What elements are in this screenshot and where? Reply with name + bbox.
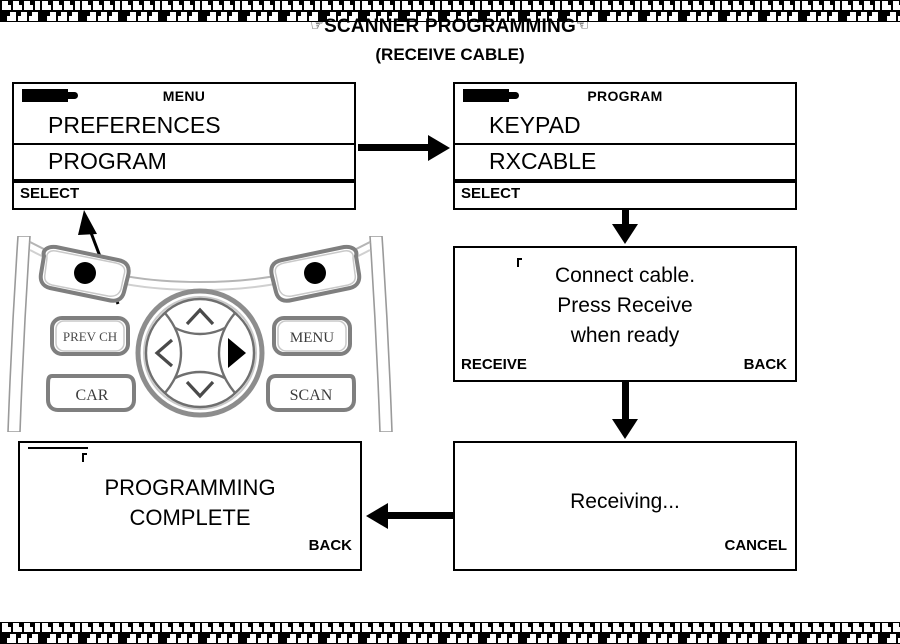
page-subtitle: (RECEIVE CABLE) (375, 45, 525, 64)
message-line-1: Connect cable. (554, 264, 696, 287)
program-screen-softkeys: SELECT (455, 181, 795, 205)
menu-item-rxcable[interactable]: RXCABLE (455, 143, 795, 181)
menu-screen[interactable]: MENU PREFERENCES PROGRAM SELECT (12, 82, 356, 210)
signal-strength-icon (463, 89, 519, 102)
page-title-text: SCANNER PROGRAMMING (324, 16, 576, 37)
connect-cable-message: Connect cable. Press Receive when ready (455, 248, 795, 351)
message-line-2: Press Receive (557, 294, 693, 317)
complete-screen[interactable]: PROGRAMMING COMPLETE BACK (18, 441, 362, 571)
menu-item-preferences[interactable]: PREFERENCES (48, 112, 221, 138)
decorative-checker-border-bottom (0, 622, 900, 644)
arrow-menu-to-program (358, 135, 453, 161)
dpad-right-icon (228, 338, 246, 368)
right-softkey-dot-icon (304, 262, 326, 284)
message-line-1: PROGRAMMING (104, 475, 276, 500)
arrow-program-to-connect (612, 210, 638, 246)
dpad-up-icon (185, 307, 215, 326)
connect-cable-screen[interactable]: Connect cable. Press Receive when ready … (453, 246, 797, 382)
cursor-tick-icon (517, 258, 522, 267)
softkey-receive[interactable]: RECEIVE (461, 356, 527, 373)
arrow-connect-to-receiving (612, 382, 638, 441)
status-rule (28, 447, 88, 449)
program-screen-header: PROGRAM (587, 88, 663, 104)
page-title-block: ☞SCANNER PROGRAMMING☜ (RECEIVE CABLE) (0, 14, 900, 67)
message-line-1: Receiving... (570, 490, 680, 513)
checker-pattern-bottom (0, 622, 900, 644)
checker-pattern-top (0, 0, 900, 22)
receiving-message: Receiving... (455, 443, 795, 517)
signal-strength-icon (22, 89, 78, 102)
pointing-hand-left-icon: ☜ (575, 16, 590, 34)
program-screen[interactable]: PROGRAM KEYPAD RXCABLE SELECT (453, 82, 797, 210)
receiving-screen[interactable]: Receiving... CANCEL (453, 441, 797, 571)
softkey-select[interactable]: SELECT (461, 185, 521, 202)
connect-cable-softkeys: RECEIVE BACK (455, 354, 795, 378)
receiving-softkeys: CANCEL (455, 535, 795, 559)
softkey-back[interactable]: BACK (308, 537, 352, 554)
menu-screen-statusbar: MENU (14, 84, 354, 110)
complete-softkeys: BACK (20, 535, 360, 559)
page-title: ☞SCANNER PROGRAMMING☜ (0, 14, 900, 38)
softkey-back[interactable]: BACK (743, 356, 787, 373)
keypad-drawing: PREV CH CAR MENU SCAN (7, 236, 393, 432)
dpad-left-icon (154, 338, 174, 368)
cursor-tick-icon (82, 453, 87, 462)
program-screen-statusbar: PROGRAM (455, 84, 795, 110)
softkey-select[interactable]: SELECT (20, 185, 80, 202)
arrow-receiving-to-complete (366, 503, 454, 529)
keypad-button-menu: MENU (290, 330, 334, 346)
menu-screen-header: MENU (162, 88, 206, 104)
menu-item-program[interactable]: PROGRAM (14, 143, 354, 181)
message-line-2: COMPLETE (129, 505, 251, 530)
complete-message: PROGRAMMING COMPLETE (20, 443, 360, 533)
menu-item-keypad[interactable]: KEYPAD (489, 112, 581, 138)
keypad-button-scan: SCAN (290, 387, 333, 404)
keypad-illustration: PREV CH CAR MENU SCAN (0, 236, 400, 432)
pointing-hand-right-icon: ☞ (310, 16, 325, 34)
keypad-button-car: CAR (76, 387, 109, 404)
keypad-button-prev-ch: PREV CH (63, 329, 117, 344)
decorative-checker-border-top (0, 0, 900, 22)
dpad-down-icon (185, 380, 215, 399)
left-softkey-dot-icon (74, 262, 96, 284)
menu-screen-softkeys: SELECT (14, 181, 354, 205)
message-line-3: when ready (570, 324, 680, 347)
softkey-cancel[interactable]: CANCEL (724, 537, 788, 554)
